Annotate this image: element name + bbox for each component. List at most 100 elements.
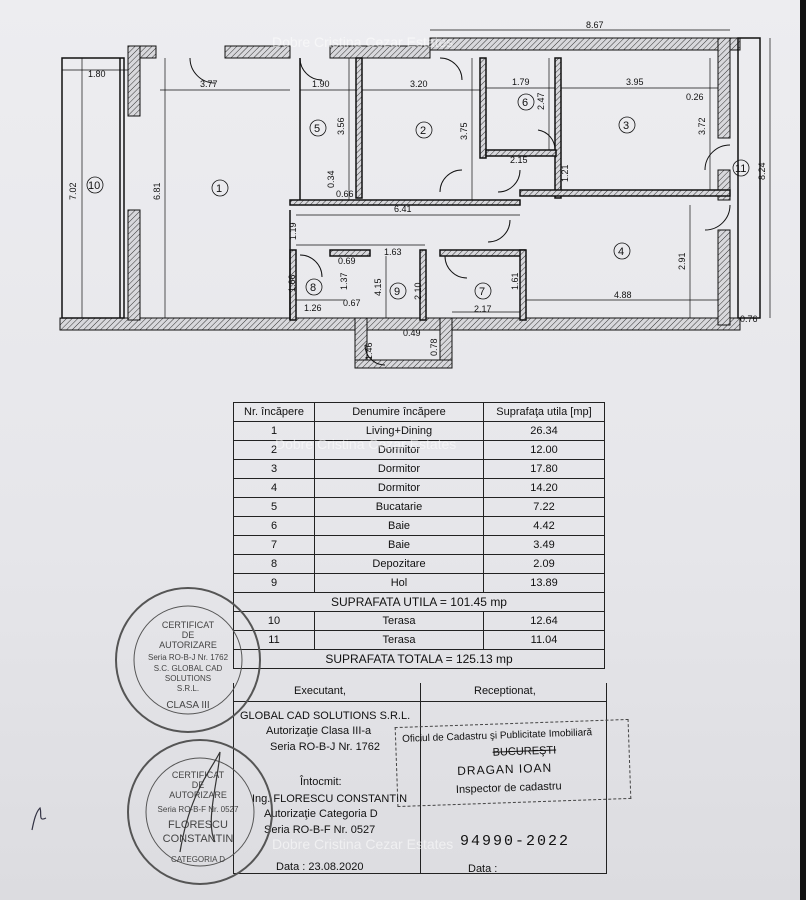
room-name: Dormitor (314, 478, 484, 498)
room-area: 3.49 (483, 535, 605, 555)
room-name: Dormitor (314, 440, 484, 460)
cadastre-office: Oficiul de Cadastru şi Publicitate Imobi… (401, 727, 593, 745)
room-number: 1 (216, 183, 222, 195)
company-authorization: Autorizaţie Clasa III-a (266, 725, 372, 737)
stamp-text: SOLUTIONS (165, 674, 211, 683)
room-area: 2.09 (483, 554, 605, 574)
dim-label: 3.95 (626, 77, 644, 87)
dim-label: 0.76 (740, 314, 758, 324)
rooms-table: Nr. încăpere Denumire încăpere Suprafaţa… (233, 402, 605, 669)
room-nr: 6 (233, 516, 315, 536)
room-name: Depozitare (314, 554, 484, 574)
dim-label: 2.10 (413, 282, 423, 300)
room-area: 12.64 (483, 611, 605, 631)
inner-walls (61, 37, 761, 321)
room-number: 7 (479, 286, 485, 298)
dim-label: 8.67 (586, 20, 604, 30)
floor-plan: 1.80 3.77 1.90 3.20 1.79 3.95 8.67 0.26 … (59, 20, 771, 369)
signature-block: Executant, Receptionat, GLOBAL CAD SOLUT… (233, 683, 632, 875)
room-area: 12.00 (483, 440, 605, 460)
column-header: Denumire încăpere (314, 402, 484, 422)
cadastre-city: BUCUREŞTI (492, 744, 557, 759)
room-number: 6 (522, 97, 528, 109)
dim-label: 0.34 (326, 170, 336, 188)
dim-label: 0.49 (403, 328, 421, 338)
dimension-lines (62, 29, 771, 318)
dim-label: 0.26 (686, 92, 704, 102)
engineer-name: Ing. FLORESCU CONSTANTIN (252, 793, 408, 805)
stamp-text: DE (182, 630, 195, 640)
room-nr: 7 (233, 535, 315, 555)
dim-label: 7.02 (68, 182, 78, 200)
room-name: Terasa (314, 611, 484, 631)
dim-label: 0.67 (343, 298, 361, 308)
date-right: Data : (468, 863, 498, 875)
dim-label: 1.66 (287, 274, 297, 292)
photo-edge (800, 0, 806, 900)
dim-label: 3.56 (336, 117, 346, 135)
dim-label: 1.46 (364, 342, 374, 360)
stamp-text: CONSTANTIN (163, 833, 234, 845)
stamp-text: DE (192, 780, 205, 790)
total-area: SUPRAFATA TOTALA = 125.13 mp (233, 649, 605, 669)
registry-number: 94990-2022 (460, 833, 571, 850)
door-arcs (189, 57, 731, 366)
column-header: Suprafaţa utila [mp] (483, 402, 605, 422)
room-area: 26.34 (483, 421, 605, 441)
authorization-stamp-company: CERTIFICAT DE AUTORIZARE Seria RO-B-J Nr… (115, 587, 261, 733)
table-header-row: Nr. încăpere Denumire încăpere Suprafaţa… (233, 402, 605, 422)
room-nr: 5 (233, 497, 315, 517)
room-name: Baie (314, 535, 484, 555)
dim-label: 2.17 (474, 304, 492, 314)
inspector-role: Inspector de cadastru (455, 780, 562, 797)
stamp-text: CERTIFICAT (172, 770, 225, 780)
stamp-text: AUTORIZARE (159, 640, 217, 650)
outer-walls (59, 37, 741, 369)
authorization-stamp-engineer: CERTIFICAT DE AUTORIZARE Seria RO-B-F Nr… (127, 739, 273, 885)
inspector-name: DRAGAN IOAN (456, 760, 553, 778)
room-number: 3 (623, 120, 629, 132)
room-number: 5 (314, 123, 320, 135)
date-left: Data : 23.08.2020 (276, 861, 364, 873)
engineer-authorization: Autorizaţie Categoria D (264, 808, 378, 820)
dim-label: 4.88 (614, 290, 632, 300)
room-name: Bucatarie (314, 497, 484, 517)
room-nr: 3 (233, 459, 315, 479)
dim-label: 1.61 (510, 272, 520, 290)
room-area: 17.80 (483, 459, 605, 479)
dim-label: 0.66 (336, 189, 354, 199)
room-number: 10 (88, 180, 100, 192)
stamp-text: AUTORIZARE (169, 790, 227, 800)
dim-label: 2.47 (536, 92, 546, 110)
dim-label: 1.80 (88, 69, 106, 79)
drawn-by-label: Întocmit: (300, 776, 342, 788)
room-area: 14.20 (483, 478, 605, 498)
dim-label: 1.63 (384, 247, 402, 257)
dim-label: 6.81 (152, 182, 162, 200)
dim-label: 2.91 (677, 252, 687, 270)
stamp-text: CATEGORIA D (171, 855, 225, 864)
cadastre-stamp: Oficiul de Cadastru şi Publicitate Imobi… (394, 718, 632, 808)
room-area: 11.04 (483, 630, 605, 650)
room-number: 2 (420, 125, 426, 137)
company-name: GLOBAL CAD SOLUTIONS S.R.L. (240, 710, 411, 722)
room-nr: 8 (233, 554, 315, 574)
stamp-text: S.R.L. (177, 684, 199, 693)
total-row: SUPRAFATA TOTALA = 125.13 mp (233, 649, 605, 669)
room-nr: 4 (233, 478, 315, 498)
stamp-text: CLASA III (166, 700, 209, 711)
dim-label: 1.26 (304, 303, 322, 313)
room-name: Baie (314, 516, 484, 536)
dim-label: 3.77 (200, 79, 218, 89)
handwritten-signature (179, 751, 221, 853)
dim-label: 2.15 (510, 155, 528, 165)
receptionat-label: Receptionat, (474, 685, 536, 697)
room-area: 7.22 (483, 497, 605, 517)
